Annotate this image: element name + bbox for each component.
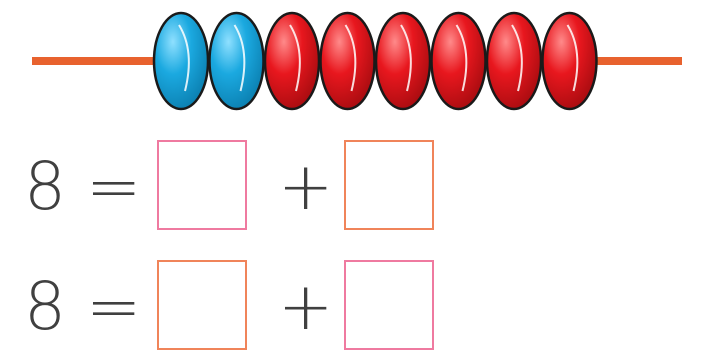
answer-box-right[interactable] xyxy=(344,260,434,350)
abacus xyxy=(32,11,682,111)
total-number: 8 xyxy=(24,268,66,345)
red-bead xyxy=(541,11,598,111)
red-bead xyxy=(485,11,543,111)
bead-group xyxy=(152,11,598,111)
equation-row-2: 8 = + xyxy=(0,258,722,358)
blue-bead xyxy=(208,11,265,111)
equals-sign: = xyxy=(86,268,142,345)
answer-box-right[interactable] xyxy=(344,140,434,230)
equation-row-1: 8 = + xyxy=(0,138,722,238)
blue-bead xyxy=(152,11,210,111)
answer-box-left[interactable] xyxy=(157,140,247,230)
red-bead xyxy=(263,11,321,111)
total-number: 8 xyxy=(24,148,66,225)
answer-box-left[interactable] xyxy=(157,260,247,350)
red-bead xyxy=(374,11,432,111)
plus-sign: + xyxy=(278,268,334,345)
plus-sign: + xyxy=(278,148,334,225)
equals-sign: = xyxy=(86,148,142,225)
red-bead xyxy=(319,11,376,111)
red-bead xyxy=(430,11,487,111)
